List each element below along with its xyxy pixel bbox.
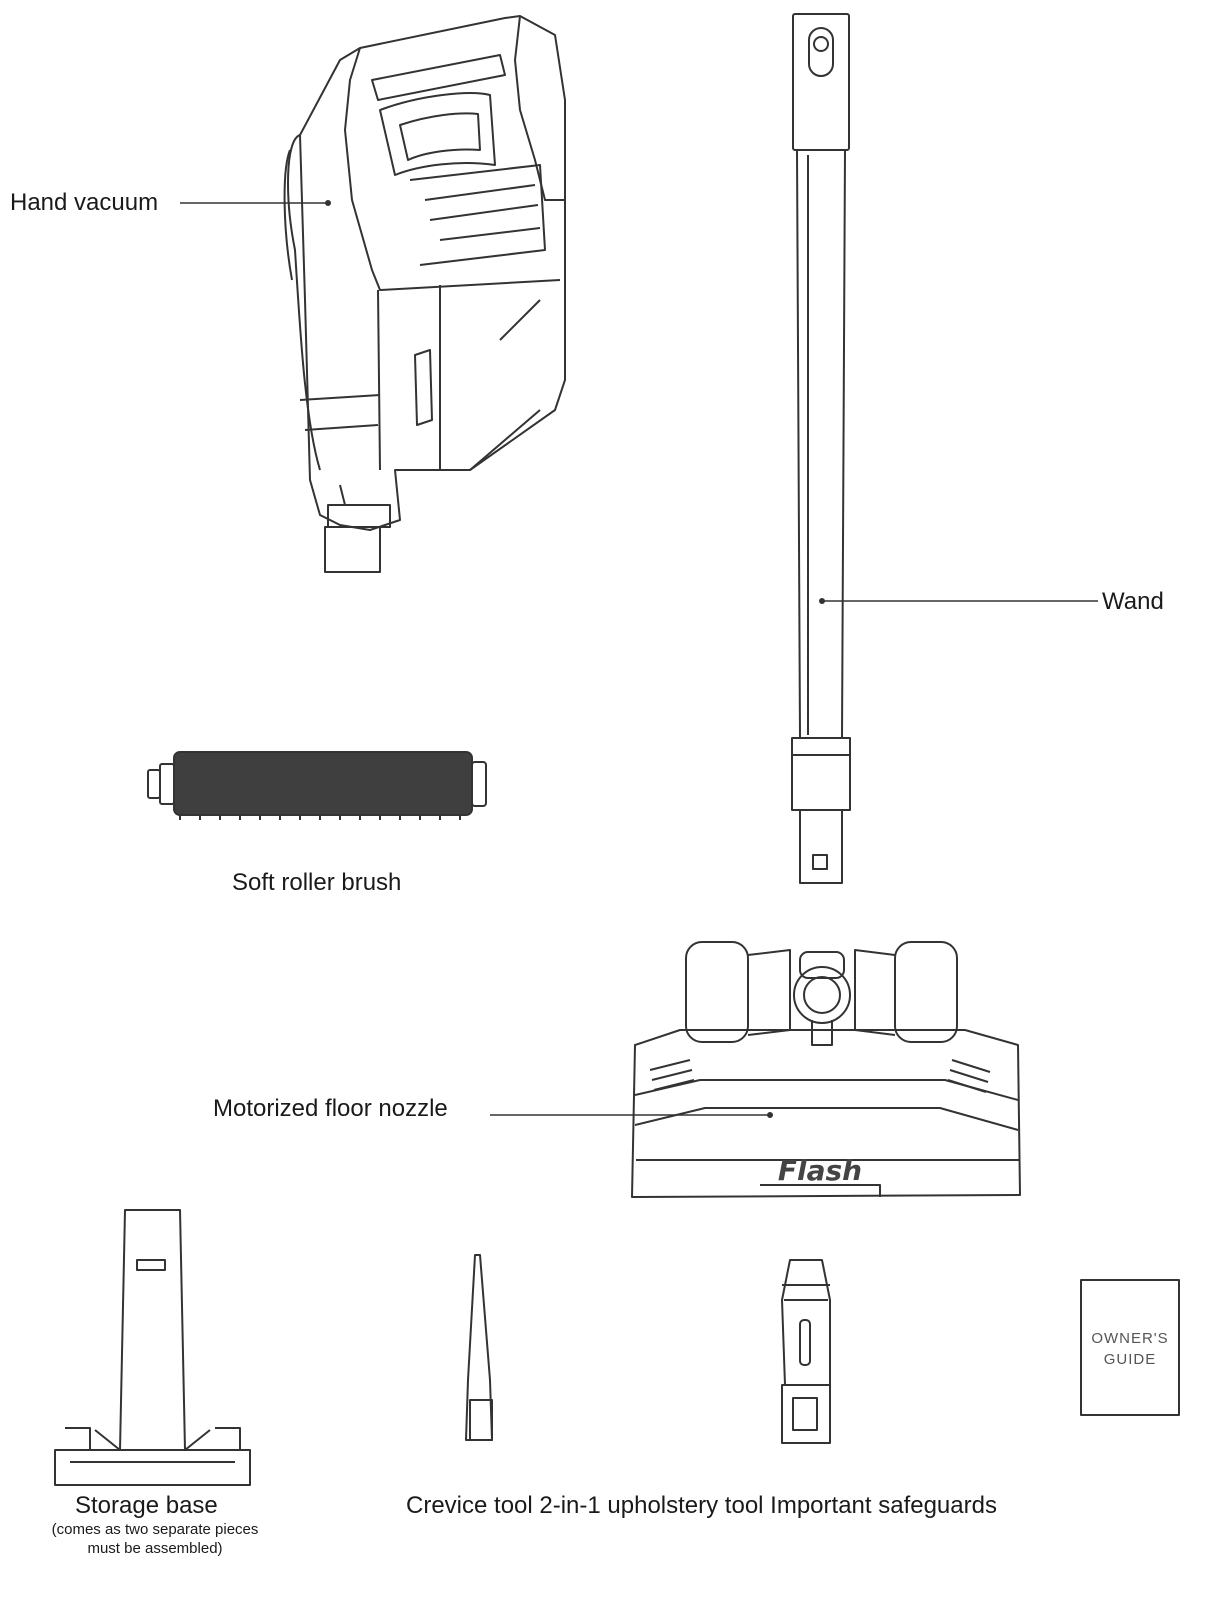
label-storage-base: Storage base — [75, 1494, 218, 1518]
owners-guide-line2: GUIDE — [1081, 1349, 1179, 1370]
owners-guide-line1: OWNER'S — [1081, 1328, 1179, 1349]
wand-illustration — [792, 14, 850, 883]
hand-vacuum-illustration — [285, 16, 565, 572]
label-hand-vacuum: Hand vacuum — [10, 191, 158, 215]
storage-base-note: (comes as two separate pieces must be as… — [0, 1521, 315, 1559]
storage-base-note-line1: (comes as two separate pieces — [0, 1521, 315, 1540]
label-accessories: Crevice tool 2-in-1 upholstery tool Impo… — [406, 1494, 997, 1518]
leader-dots — [325, 200, 825, 1118]
storage-base-illustration — [55, 1210, 250, 1485]
storage-base-note-line2: must be assembled) — [0, 1540, 315, 1559]
label-wand: Wand — [1102, 590, 1164, 614]
soft-roller-brush-illustration — [148, 752, 486, 820]
leader-lines — [180, 203, 1098, 1115]
owners-guide-cover-text: OWNER'S GUIDE — [1081, 1328, 1179, 1370]
upholstery-tool-illustration — [782, 1260, 830, 1443]
label-motorized-floor-nozzle: Motorized floor nozzle — [213, 1097, 448, 1121]
crevice-tool-illustration — [466, 1255, 492, 1440]
nozzle-brand-logo: Flash — [778, 1154, 862, 1187]
label-soft-roller-brush: Soft roller brush — [232, 871, 401, 895]
